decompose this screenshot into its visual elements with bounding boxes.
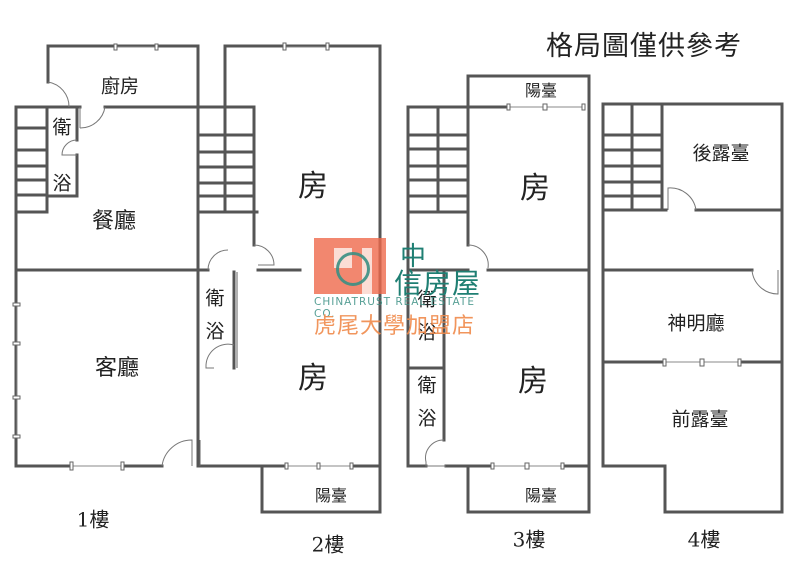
room-label-shrine-hall: 神明廳 — [667, 312, 725, 335]
floor-4-windows-doors — [662, 187, 779, 367]
room-label-bedroom-3a: 房 — [520, 171, 550, 206]
floor-2-windows-doors — [199, 42, 354, 470]
room-label-balcony-2f: 陽臺 — [314, 486, 348, 505]
floor-1-windows-doors — [12, 43, 193, 471]
room-label-dining: 餐廳 — [91, 209, 137, 234]
room-label-kitchen: 廚房 — [100, 75, 140, 98]
floor-3-windows-doors — [425, 103, 586, 470]
floor-4-walls — [601, 102, 784, 514]
floor-label-2: 2樓 — [311, 532, 345, 557]
floor-label-4: 4樓 — [687, 527, 721, 552]
brand-name-english: CHINATRUST REAL ESTATE CO. — [314, 296, 475, 320]
room-label-bath-3f-b: 衛浴 — [414, 375, 437, 441]
room-label-front-terrace: 前露臺 — [671, 408, 729, 431]
globe-icon — [336, 252, 370, 286]
room-label-bedroom-2b: 房 — [298, 361, 328, 396]
room-label-rear-terrace: 後露臺 — [692, 142, 750, 165]
room-label-bath-2: 浴 — [52, 172, 72, 195]
disclaimer-title: 格局圖僅供參考 — [546, 31, 742, 62]
floor-label-3: 3樓 — [512, 527, 546, 552]
brand-name-top: 中 — [400, 242, 427, 272]
room-label-bedroom-3b: 房 — [518, 364, 548, 399]
room-label-rear-balcony-3f: 陽臺 — [524, 81, 558, 100]
floor-1-walls — [14, 44, 200, 468]
room-label-front-balcony-3f: 陽臺 — [524, 486, 558, 505]
room-label-bedroom-2a: 房 — [298, 169, 328, 204]
room-label-bath-3f-a: 衛浴 — [414, 289, 437, 355]
brand-name: 信房屋 — [394, 267, 482, 300]
room-label-bath-1: 衛 — [52, 116, 72, 139]
room-label-living: 客廳 — [94, 356, 140, 381]
store-name: 虎尾大學加盟店 — [314, 314, 476, 339]
floor-3-walls — [406, 74, 591, 514]
agency-watermark: 中 信房屋 CHINATRUST REAL ESTATE CO. 虎尾大學加盟店 — [314, 238, 484, 339]
floor-label-1: 1樓 — [76, 507, 110, 532]
room-label-bath-2f: 衛浴 — [202, 288, 225, 354]
